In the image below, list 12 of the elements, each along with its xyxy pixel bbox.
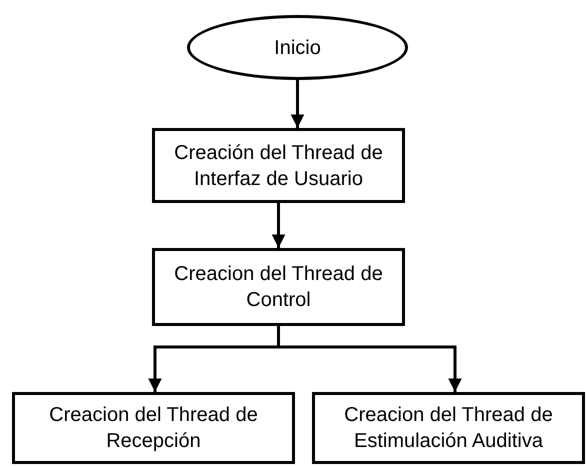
node-label: Creacion del Thread de Control <box>173 262 384 313</box>
process-box <box>152 248 405 326</box>
arrow <box>272 203 286 248</box>
node-label: Creacion del Thread de Recepción <box>48 403 259 454</box>
process-box <box>312 392 585 464</box>
process-box <box>152 128 405 203</box>
arrow <box>277 326 462 392</box>
node-label: Creacion del Thread de Estimulación Auditiva <box>343 403 554 454</box>
node-label: Inicio <box>274 36 321 60</box>
process-box <box>12 392 295 464</box>
node-label: Creación del Thread de Interfaz de Usuario <box>173 140 384 192</box>
arrow <box>290 80 304 128</box>
